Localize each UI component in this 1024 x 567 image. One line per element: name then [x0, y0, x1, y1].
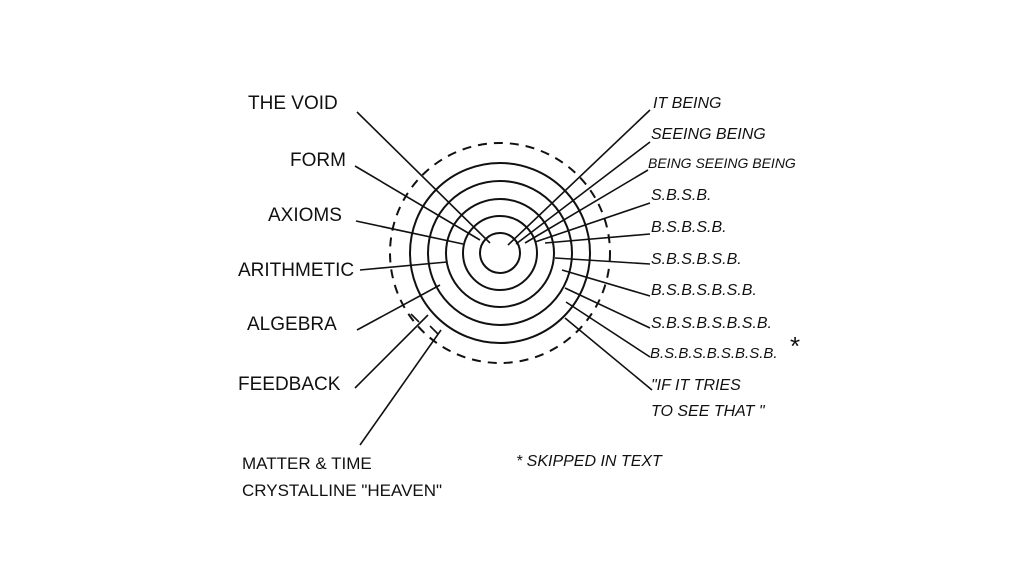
- leader-lines: [354, 109, 653, 446]
- label-axioms: AXIOMS: [268, 205, 342, 226]
- label-bsbsb: B.S.B.S.B.: [651, 219, 727, 236]
- label-sbsbsb: S.B.S.B.S.B.: [651, 251, 742, 268]
- label-algebra: ALGEBRA: [247, 314, 337, 335]
- ring-1: [479, 232, 521, 274]
- label-sbsb: S.B.S.B.: [651, 187, 711, 204]
- ring-5: [409, 162, 591, 344]
- label-being-seeing-being: BEING SEEING BEING: [648, 155, 796, 171]
- footnote-skipped: * SKIPPED IN TEXT: [516, 453, 663, 470]
- asterisk-mark: *: [790, 331, 800, 361]
- label-to-see-that: TO SEE THAT ": [651, 403, 766, 420]
- label-arithmetic: ARITHMETIC: [238, 260, 354, 281]
- label-matter-time: MATTER & TIME: [242, 454, 372, 473]
- ring-3: [445, 198, 555, 308]
- ring-2: [462, 215, 538, 291]
- label-bsbsbsb: B.S.B.S.B.S.B.: [651, 282, 757, 299]
- label-feedback: FEEDBACK: [238, 374, 341, 395]
- label-seeing-being: SEEING BEING: [651, 126, 766, 143]
- label-form: FORM: [290, 150, 346, 171]
- label-sbsbsbsb: S.B.S.B.S.B.S.B.: [651, 315, 772, 332]
- label-bsbsbsbsb: B.S.B.S.B.S.B.S.B.: [650, 345, 778, 362]
- ring-4: [427, 180, 573, 326]
- label-the-void: THE VOID: [248, 93, 338, 114]
- left-labels: THE VOID FORM AXIOMS ARITHMETIC ALGEBRA …: [238, 93, 442, 500]
- ring-dashed: [389, 142, 611, 364]
- label-it-being: IT BEING: [653, 95, 721, 112]
- right-labels: IT BEING SEEING BEING BEING SEEING BEING…: [516, 95, 800, 470]
- label-if-it-tries: "IF IT TRIES: [651, 377, 741, 394]
- label-crystalline-heaven: CRYSTALLINE "HEAVEN": [242, 481, 442, 500]
